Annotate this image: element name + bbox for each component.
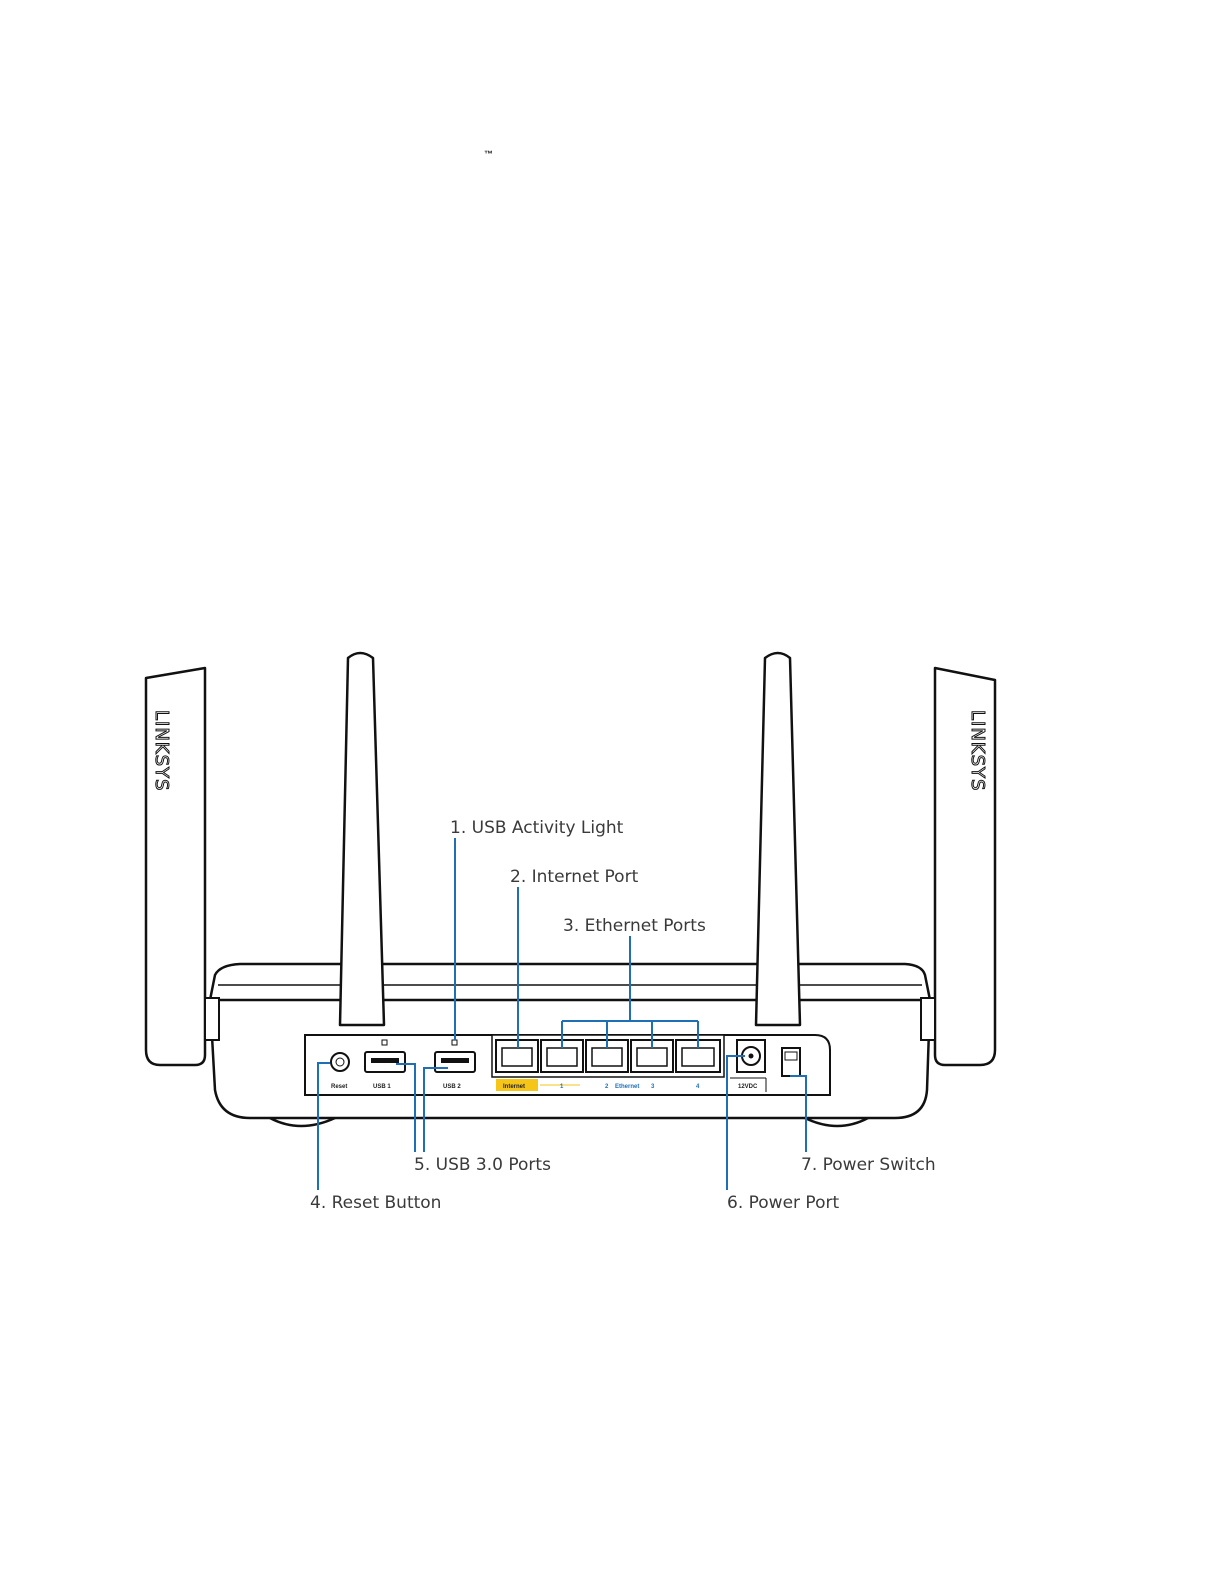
- callout-usb-activity-light: 1. USB Activity Light: [450, 818, 624, 838]
- router-top-rim: [210, 964, 930, 1000]
- left-inner-antenna: [340, 653, 384, 1025]
- panel-label-usb2: USB 2: [443, 1084, 461, 1090]
- callout-usb-ports: 5. USB 3.0 Ports: [414, 1155, 551, 1175]
- callout-power-port: 6. Power Port: [727, 1193, 839, 1213]
- callout-ethernet-ports: 3. Ethernet Ports: [563, 916, 706, 936]
- right-antenna-brand: LINKSYS: [967, 710, 988, 791]
- callout-internet-port: 2. Internet Port: [510, 867, 639, 887]
- usb1-activity-light: [382, 1040, 387, 1045]
- callout-reset-button: 4. Reset Button: [310, 1193, 441, 1213]
- panel-label-power: 12VDC: [738, 1084, 758, 1090]
- panel-label-ethernet: Ethernet: [615, 1084, 639, 1090]
- panel-label-internet: Internet: [503, 1084, 525, 1090]
- panel-label-usb1: USB 1: [373, 1084, 391, 1090]
- usb2-activity-light: [452, 1040, 457, 1045]
- right-inner-antenna: [756, 653, 800, 1025]
- left-antenna-brand: LINKSYS: [151, 710, 172, 791]
- panel-label-reset: Reset: [331, 1084, 347, 1090]
- callout-power-switch: 7. Power Switch: [801, 1155, 936, 1175]
